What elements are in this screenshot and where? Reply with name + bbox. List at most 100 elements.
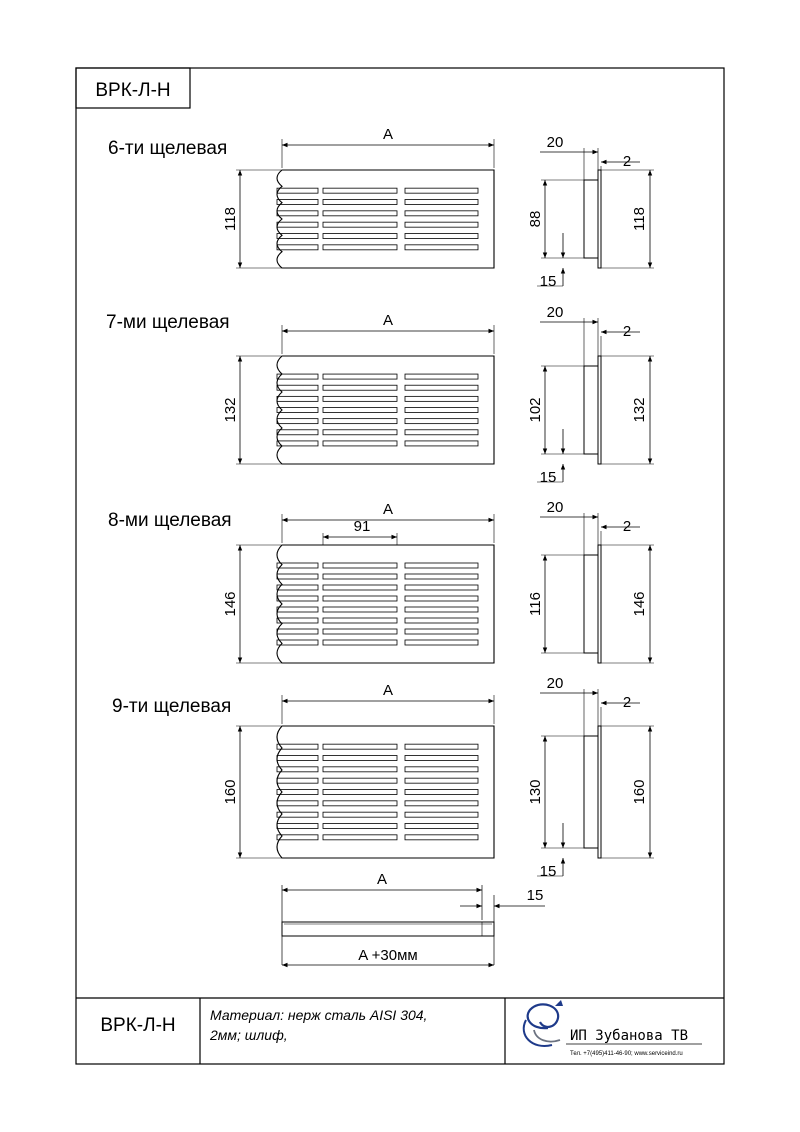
slot (276, 834, 319, 841)
slot (404, 395, 479, 402)
slot (276, 244, 319, 251)
company-name: ИП Зубанова ТВ (570, 1028, 688, 1044)
slot (404, 244, 479, 251)
slot (276, 584, 319, 591)
company-contacts: Тел. +7(495)411-46-90; www.serviceind.ru (570, 1051, 683, 1057)
slot (276, 743, 319, 750)
slot (276, 187, 319, 194)
side-height-label: 118 (631, 207, 648, 231)
slot (322, 187, 398, 194)
inner-height-label: 88 (527, 211, 544, 228)
slot (322, 777, 398, 784)
slot-length-label: 91 (354, 518, 371, 535)
grille-front-view (276, 544, 495, 664)
height-label: 132 (222, 397, 239, 422)
slot (322, 800, 398, 807)
footer-code: ВРК-Л-Н (100, 1015, 175, 1036)
side-view-body (583, 554, 599, 654)
width-label: A (383, 312, 393, 329)
slot (322, 617, 398, 624)
slot (404, 800, 479, 807)
slot (404, 789, 479, 795)
variant-title: 7-ми щелевая (106, 312, 230, 333)
thickness-label: 2 (623, 694, 631, 711)
slot (322, 429, 398, 436)
header-code-box (75, 67, 191, 109)
slot (404, 823, 479, 829)
slot (276, 766, 319, 773)
slot (322, 834, 398, 841)
slot (276, 562, 319, 569)
top-view-drawing: A 15 A +30мм (281, 871, 545, 968)
slot (404, 187, 479, 194)
depth-label: 20 (547, 675, 564, 692)
depth-label: 20 (547, 499, 564, 516)
inner-height-label: 130 (527, 779, 544, 804)
slot (404, 562, 479, 569)
slot (276, 418, 319, 425)
header-code: ВРК-Л-Н (95, 80, 170, 101)
slot (276, 233, 319, 239)
slot (322, 628, 398, 635)
slot (404, 384, 479, 391)
slot (404, 199, 479, 205)
slot (276, 440, 319, 447)
slot (322, 440, 398, 447)
depth-label: 20 (547, 134, 564, 151)
slot (404, 418, 479, 425)
thickness-label: 2 (623, 323, 631, 340)
slot (404, 834, 479, 841)
material-line-1: Материал: нерж сталь AISI 304, (210, 1007, 427, 1023)
slot (276, 384, 319, 391)
top-width-label: A (377, 871, 387, 888)
slot (404, 595, 479, 602)
top-edge-label: 15 (527, 887, 544, 904)
slot (404, 811, 479, 818)
slot (322, 573, 398, 580)
slot (404, 584, 479, 591)
height-label: 118 (222, 207, 239, 231)
grille-front-view (276, 725, 495, 859)
slot (276, 617, 319, 624)
grille-front-view (276, 355, 495, 465)
slot (322, 743, 398, 750)
side-height-label: 132 (631, 397, 648, 422)
slot (322, 199, 398, 205)
slot (322, 789, 398, 795)
side-view-body (583, 365, 599, 455)
slot (322, 584, 398, 591)
slot (404, 573, 479, 580)
slot (276, 606, 319, 613)
variant-title: 6-ти щелевая (108, 138, 227, 159)
inner-height-label: 116 (527, 592, 544, 616)
slot (276, 595, 319, 602)
sheet-frame (75, 67, 725, 1065)
slot (322, 244, 398, 251)
slot (404, 210, 479, 217)
width-label: A (383, 682, 393, 699)
slot (276, 407, 319, 413)
grille-front-view (276, 169, 495, 269)
slot (322, 418, 398, 425)
slot (322, 384, 398, 391)
slot (404, 233, 479, 239)
slot (322, 395, 398, 402)
slot (322, 766, 398, 773)
slot (404, 755, 479, 761)
slot (322, 373, 398, 380)
inner-height-label: 102 (527, 397, 544, 422)
slot (404, 743, 479, 750)
thickness-label: 2 (623, 153, 631, 170)
slot (404, 766, 479, 773)
slot (322, 595, 398, 602)
slot (276, 429, 319, 436)
slot (322, 639, 398, 646)
side-view-plate (597, 725, 602, 859)
slot (322, 407, 398, 413)
slot (276, 373, 319, 380)
